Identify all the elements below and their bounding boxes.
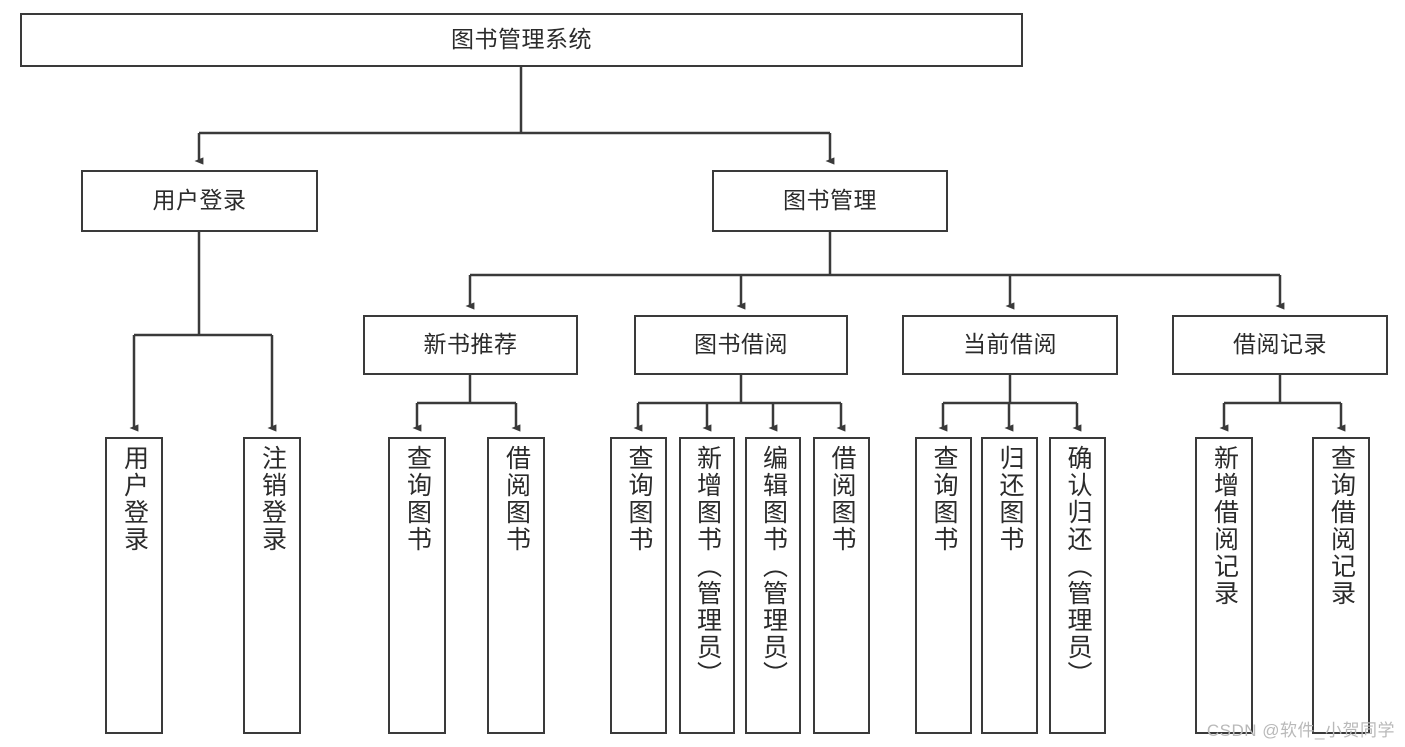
node-new-book-recommend[interactable]: 新书推荐 xyxy=(363,315,578,375)
node-label-current-borrow: 当前借阅 xyxy=(963,331,1057,358)
node-leaf-borrow-book[interactable]: 借阅图书 xyxy=(813,437,870,734)
node-label-leaf-add-borrow-record: 新增借阅记录 xyxy=(1210,445,1239,607)
node-label-leaf-user-logout: 注销登录 xyxy=(258,445,287,553)
conn-current-borrow xyxy=(938,375,1082,432)
node-label-leaf-query-borrow-record: 查询借阅记录 xyxy=(1327,445,1356,607)
node-leaf-query-borrow-record[interactable]: 查询借阅记录 xyxy=(1312,437,1370,734)
node-leaf-user-logout[interactable]: 注销登录 xyxy=(243,437,301,734)
node-leaf-user-login[interactable]: 用户登录 xyxy=(105,437,163,734)
node-label-leaf-query-book-borrow: 查询图书 xyxy=(625,445,653,553)
node-label-book-manage: 图书管理 xyxy=(783,187,877,214)
node-label-user-login: 用户登录 xyxy=(152,187,247,214)
node-current-borrow[interactable]: 当前借阅 xyxy=(902,315,1118,375)
node-label-leaf-return-book: 归还图书 xyxy=(996,445,1024,553)
node-leaf-add-borrow-record[interactable]: 新增借阅记录 xyxy=(1195,437,1253,734)
conn-user-login xyxy=(129,232,277,432)
conn-new-book-recommend xyxy=(412,375,521,432)
node-book-borrow[interactable]: 图书借阅 xyxy=(634,315,848,375)
node-label-leaf-confirm-return: 确认归还（管理员） xyxy=(1064,445,1092,688)
node-borrow-record[interactable]: 借阅记录 xyxy=(1172,315,1388,375)
node-label-leaf-borrow-book: 借阅图书 xyxy=(828,445,856,553)
node-book-manage[interactable]: 图书管理 xyxy=(712,170,948,232)
node-leaf-add-book[interactable]: 新增图书（管理员） xyxy=(679,437,735,734)
conn-root xyxy=(194,67,835,165)
node-label-new-book-recommend: 新书推荐 xyxy=(423,331,518,358)
node-leaf-return-book[interactable]: 归还图书 xyxy=(981,437,1038,734)
node-label-leaf-edit-book: 编辑图书（管理员） xyxy=(759,445,788,688)
node-leaf-query-book-recommend[interactable]: 查询图书 xyxy=(388,437,446,734)
node-label-leaf-query-book-current: 查询图书 xyxy=(930,445,958,553)
node-label-leaf-query-book-recommend: 查询图书 xyxy=(403,445,432,553)
node-label-book-borrow: 图书借阅 xyxy=(694,331,788,358)
node-leaf-borrow-book-recommend[interactable]: 借阅图书 xyxy=(487,437,545,734)
csdn-watermark: CSDN @软件_小贺同学 xyxy=(1206,721,1395,740)
conn-book-borrow xyxy=(633,375,846,432)
node-label-borrow-record: 借阅记录 xyxy=(1233,331,1327,358)
node-label-leaf-user-login: 用户登录 xyxy=(120,445,149,553)
node-leaf-query-book-borrow[interactable]: 查询图书 xyxy=(610,437,667,734)
node-leaf-query-book-current[interactable]: 查询图书 xyxy=(915,437,972,734)
node-leaf-edit-book[interactable]: 编辑图书（管理员） xyxy=(745,437,801,734)
node-label-leaf-borrow-book-recommend: 借阅图书 xyxy=(502,445,531,553)
node-user-login[interactable]: 用户登录 xyxy=(81,170,318,232)
node-label-leaf-add-book: 新增图书（管理员） xyxy=(693,445,722,688)
node-label-root: 图书管理系统 xyxy=(451,26,592,53)
node-root[interactable]: 图书管理系统 xyxy=(20,13,1023,67)
conn-book-manage xyxy=(465,232,1285,310)
conn-borrow-record xyxy=(1219,375,1346,432)
node-leaf-confirm-return[interactable]: 确认归还（管理员） xyxy=(1049,437,1106,734)
